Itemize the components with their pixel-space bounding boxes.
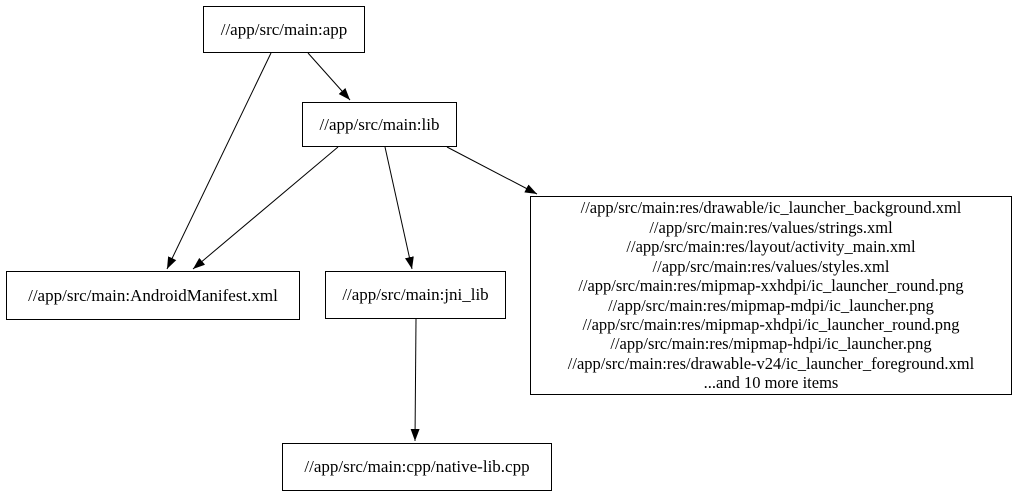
resource-more-items: ...and 10 more items: [703, 373, 839, 393]
node-lib-label: //app/src/main:lib: [319, 114, 440, 134]
node-app: //app/src/main:app: [203, 6, 365, 53]
resource-item: //app/src/main:res/drawable-v24/ic_launc…: [567, 353, 975, 373]
node-jni-lib: //app/src/main:jni_lib: [325, 271, 506, 319]
node-resources-group: //app/src/main:res/drawable/ic_launcher_…: [530, 196, 1012, 395]
resource-item: //app/src/main:res/mipmap-xhdpi/ic_launc…: [582, 314, 960, 334]
node-native-lib-cpp: //app/src/main:cpp/native-lib.cpp: [282, 443, 552, 491]
edge-app-to-lib: [307, 52, 351, 101]
resource-item: //app/src/main:res/values/styles.xml: [652, 256, 890, 276]
resource-item: //app/src/main:res/drawable/ic_launcher_…: [580, 198, 962, 218]
node-jni-lib-label: //app/src/main:jni_lib: [342, 285, 489, 304]
edge-jni-lib-to-native: [410, 318, 420, 442]
edge-lib-to-manifest: [192, 146, 339, 270]
edge-app-to-manifest: [166, 52, 272, 270]
resource-item: //app/src/main:res/mipmap-hdpi/ic_launch…: [610, 334, 932, 354]
resource-item: //app/src/main:res/mipmap-mdpi/ic_launch…: [608, 295, 934, 315]
edge-lib-to-jni-lib: [384, 146, 414, 270]
resource-item: //app/src/main:res/values/strings.xml: [649, 217, 893, 237]
edge-lib-to-resources: [446, 146, 538, 195]
node-lib: //app/src/main:lib: [302, 102, 457, 147]
node-app-label: //app/src/main:app: [220, 19, 348, 39]
node-android-manifest: //app/src/main:AndroidManifest.xml: [6, 271, 300, 320]
resource-item: //app/src/main:res/layout/activity_main.…: [626, 237, 916, 257]
node-native-lib-cpp-label: //app/src/main:cpp/native-lib.cpp: [304, 457, 530, 476]
node-android-manifest-label: //app/src/main:AndroidManifest.xml: [28, 285, 278, 305]
resource-item: //app/src/main:res/mipmap-xxhdpi/ic_laun…: [578, 276, 964, 296]
